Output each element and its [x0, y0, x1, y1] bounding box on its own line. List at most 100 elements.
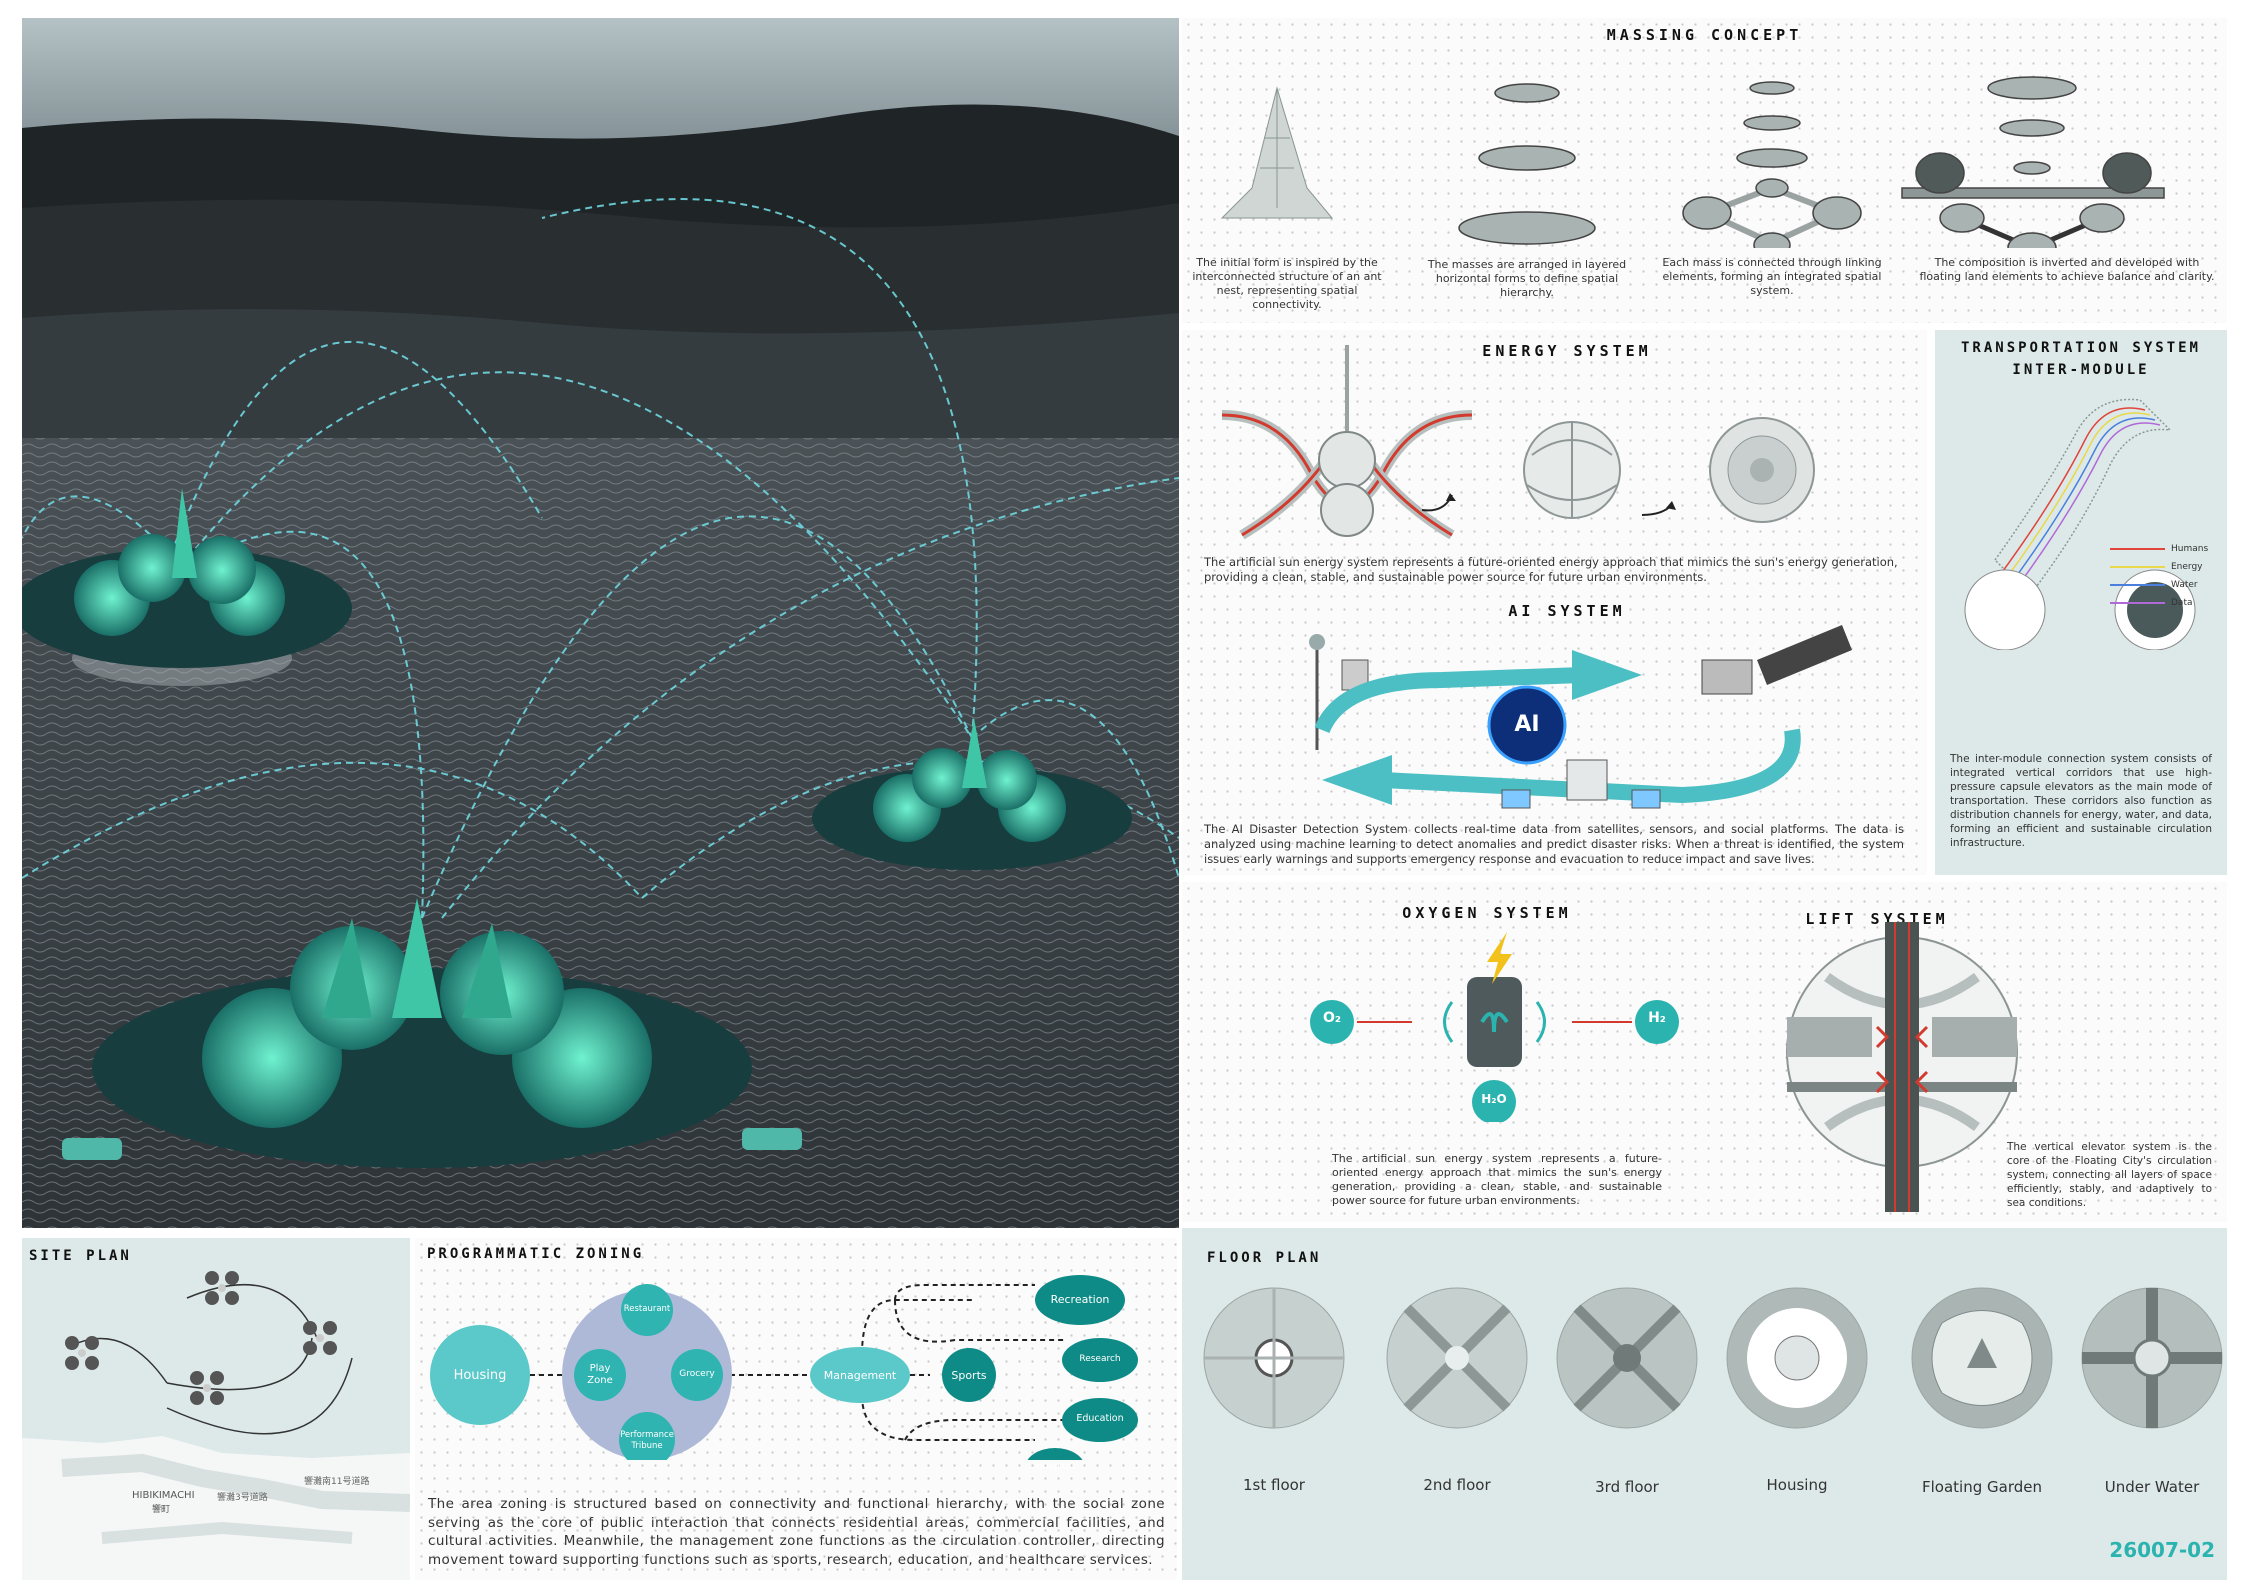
zone-sports-node	[942, 1348, 996, 1402]
legend-energy-swatch	[2110, 566, 2165, 568]
oxygen-title: OXYGEN SYSTEM	[1402, 904, 1572, 922]
ai-title: AI SYSTEM	[1508, 602, 1626, 620]
hero-render-illustration	[22, 18, 1179, 1228]
transport-title-1: TRANSPORTATION SYSTEM	[1960, 340, 2201, 356]
massing-caption-3: Each mass is connected through linking e…	[1662, 256, 1882, 297]
massing-caption-2: The masses are arranged in layered horiz…	[1427, 258, 1627, 299]
legend-data-label: Data	[2171, 598, 2193, 608]
transport-title-2: INTER-MODULE	[2012, 362, 2150, 378]
ai-badge: AI	[1514, 712, 1540, 737]
zone-grocery-label: Grocery	[679, 1369, 715, 1379]
legend-humans-swatch	[2110, 548, 2165, 550]
floor-label-garden: Floating Garden	[1922, 1478, 2042, 1496]
module-marker-2	[205, 1271, 239, 1305]
legend-data: Data	[2110, 594, 2220, 612]
site-map-label-jp: 響町	[152, 1505, 171, 1515]
oxygen-lift-panel: OXYGEN SYSTEM O₂ H₂ H₂O The artificial s…	[1182, 882, 2227, 1222]
floor-plan-3	[1556, 1287, 1698, 1429]
module-marker-1	[65, 1336, 99, 1370]
site-title: SITE PLAN	[29, 1248, 132, 1264]
floating-module-right	[812, 718, 1132, 870]
zoning-text: The area zoning is structured based on c…	[428, 1496, 1165, 1568]
energy-text: The artificial sun energy system represe…	[1204, 555, 1898, 584]
floor-label-1: 1st floor	[1243, 1476, 1305, 1494]
oxygen-text: The artificial sun energy system represe…	[1332, 1152, 1662, 1207]
zone-education-label: Education	[1076, 1413, 1124, 1424]
module-marker-4	[190, 1371, 224, 1405]
artificial-sun-structure	[1221, 345, 1473, 540]
energy-ai-panel: ENERGY SYSTEM The artificial sun energy …	[1182, 330, 1927, 875]
ai-diagram	[1309, 625, 1852, 809]
floor-plan-housing	[1726, 1287, 1868, 1429]
massing-concept-panel: MASSING CONCEPT	[1182, 18, 2227, 323]
tunnel-section-illustration	[1964, 569, 2196, 650]
floating-module-left	[22, 488, 352, 686]
ai-text: The AI Disaster Detection System collect…	[1204, 822, 1904, 866]
zone-sports-label: Sports	[951, 1369, 987, 1382]
floor-plan-garden	[1911, 1287, 2053, 1429]
energy-title: ENERGY SYSTEM	[1482, 342, 1652, 360]
massing-diagrams	[1220, 76, 2165, 248]
site-road-label-1: 響灘3号道路	[217, 1493, 268, 1503]
ai-globe-icon	[1487, 685, 1567, 765]
massing-caption-1: The initial form is inspired by the inte…	[1192, 256, 1382, 311]
zone-hospital-label: Hospital	[1035, 1461, 1075, 1472]
legend-data-swatch	[2110, 602, 2165, 604]
lightning-icon	[1487, 932, 1512, 984]
server-icon	[1501, 759, 1661, 809]
zone-management-node	[810, 1347, 910, 1403]
site-plan-panel: SITE PLAN HIBIKIMACHI 響町 響灘3号道路 響灘南11号道路	[22, 1238, 410, 1580]
floor-plan-diagrams	[1203, 1287, 2223, 1429]
floating-module-front	[62, 898, 802, 1168]
legend-water-swatch	[2110, 584, 2165, 586]
satellite-icon	[1701, 625, 1852, 695]
layered-masses	[1458, 83, 1596, 245]
sun-core-section	[1709, 417, 1815, 523]
transport-text: The inter-module connection system consi…	[1950, 753, 2212, 849]
zone-performance-label: Performance Tribune	[620, 1430, 674, 1451]
floor-label-underwater: Under Water	[2104, 1478, 2200, 1496]
sun-core-sphere	[1523, 421, 1621, 519]
oxygen-diagram	[1310, 932, 1679, 1122]
zone-restaurant-label: Restaurant	[623, 1304, 671, 1314]
floor-label-2: 2nd floor	[1423, 1476, 1491, 1494]
transport-diagram	[1964, 398, 2196, 650]
legend-water-label: Water	[2171, 580, 2198, 590]
zoning-panel: PROGRAMMATIC ZONING Housing Restaurant P…	[415, 1238, 1177, 1580]
legend-humans: Humans	[2110, 540, 2220, 558]
hero-render	[22, 18, 1179, 1228]
floor-plan-1	[1203, 1287, 1345, 1429]
floor-plan-2	[1386, 1287, 1528, 1429]
h2o-label: H₂O	[1481, 1092, 1507, 1106]
lift-text: The vertical elevator system is the core…	[2007, 1141, 2212, 1209]
zone-housing-label: Housing	[453, 1368, 507, 1383]
zone-management-label: Management	[823, 1369, 897, 1382]
lift-diagram	[1786, 922, 2018, 1212]
h2o-icon	[1472, 1080, 1516, 1122]
transportation-panel: TRANSPORTATION SYSTEM INTER-MODULE Human…	[1935, 330, 2227, 875]
legend-energy-label: Energy	[2171, 562, 2203, 572]
o2-icon	[1310, 1000, 1354, 1044]
zone-recreation-label: Recreation	[1050, 1293, 1110, 1306]
massing-title: MASSING CONCEPT	[1606, 26, 1803, 44]
energy-diagram	[1221, 345, 1815, 540]
zoning-title: PROGRAMMATIC ZONING	[427, 1246, 645, 1262]
zone-play-label: Play Zone	[587, 1363, 613, 1386]
module-marker-3	[303, 1321, 337, 1355]
massing-caption-4: The composition is inverted and develope…	[1919, 256, 2215, 283]
legend-humans-label: Humans	[2171, 544, 2209, 554]
zone-research-label: Research	[1079, 1354, 1121, 1364]
zone-housing-node	[430, 1325, 530, 1425]
h2-icon	[1635, 1000, 1679, 1044]
floor-label-housing: Housing	[1766, 1476, 1828, 1494]
floor-title: FLOOR PLAN	[1207, 1250, 1322, 1266]
legend-water: Water	[2110, 576, 2220, 594]
floor-plan-panel: FLOOR PLAN	[1182, 1228, 2227, 1580]
h2-label: H₂	[1648, 1010, 1666, 1026]
sheet-code: 26007-02	[2109, 1538, 2215, 1562]
ant-nest-form	[1220, 86, 1334, 219]
zone-social-node	[562, 1290, 732, 1460]
site-road-label-2: 響灘南11号道路	[304, 1477, 370, 1487]
zoning-diagram	[430, 1275, 1138, 1460]
site-map	[22, 1271, 410, 1580]
